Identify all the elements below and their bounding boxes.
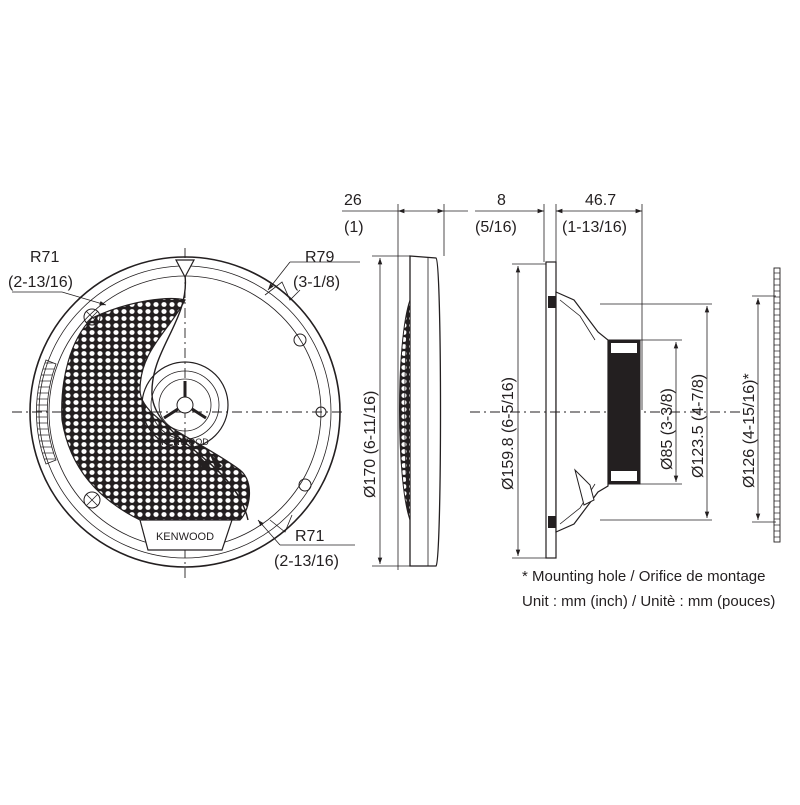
mounting-panel <box>773 267 781 543</box>
tweeter-bridge-icon <box>163 381 207 420</box>
leader-r71-top <box>61 291 107 306</box>
mounting-hole-view: Ø126 (4-15/16)* <box>741 267 781 543</box>
screw-hole-right <box>293 333 327 492</box>
grille-diameter-label: Ø170 (6-11/16) <box>362 391 379 498</box>
radius-top-right-label: R79 <box>305 249 334 266</box>
grille-s-curve <box>151 274 249 521</box>
front-view: KENWOOD KENWOOD <box>8 248 360 580</box>
radius-top-left-label: R71 <box>30 249 59 266</box>
brand-badge <box>139 519 233 551</box>
outer-diameter-label: Ø159.8 (6-5/16) <box>500 377 517 490</box>
speaker-basket <box>555 291 609 533</box>
magnet-plate-top <box>611 343 637 353</box>
tweeter-ring <box>150 370 220 440</box>
grille-profile <box>409 255 442 567</box>
speaker-terminal <box>574 468 595 506</box>
screw-hole-bottom-left <box>83 491 101 509</box>
leader-r71-bottom <box>257 519 281 546</box>
radius-top-left-inch: (2-13/16) <box>8 274 73 291</box>
leader-r79 <box>267 261 291 291</box>
hole-diameter-label: Ø126 (4-15/16)* <box>741 373 758 488</box>
ribbed-edge-left <box>36 359 57 465</box>
tweeter-housing <box>141 361 229 449</box>
speaker-depth-inch: (1-13/16) <box>562 219 627 236</box>
mount-bracket-bottom <box>269 514 293 533</box>
radius-bottom-right-label: R71 <box>295 528 324 545</box>
magnet-plate-bottom <box>611 471 637 481</box>
tweeter-brand-label: KENWOOD <box>161 437 209 447</box>
brand-badge-label: KENWOOD <box>156 531 214 543</box>
tweeter-inner-ring <box>158 378 212 432</box>
screw-hole-top-left <box>83 308 101 326</box>
speaker-side-view: 8 (5/16) 46.7 (1-13/16) Ø159.8 (6-5/16) … <box>470 192 740 559</box>
tweeter-dome <box>176 396 194 414</box>
radius-bottom-right-inch: (2-13/16) <box>274 553 339 570</box>
grille-depth-mm: 26 <box>344 192 362 209</box>
grille-side-view: 26 (1) Ø170 (6-11/16) <box>342 192 468 570</box>
mounting-hole-note: * Mounting hole / Orifice de montage <box>522 568 766 585</box>
outer-rim <box>29 256 341 568</box>
unit-note: Unit : mm (inch) / Unitè : mm (pouces) <box>522 593 776 610</box>
speaker-depth-mm: 46.7 <box>585 192 616 209</box>
top-arrow-icon <box>175 259 195 279</box>
grille-depth-inch: (1) <box>344 219 364 236</box>
terminal-tab <box>196 452 209 470</box>
basket-diameter-label: Ø123.5 (4-7/8) <box>690 374 707 478</box>
magnet-diameter-label: Ø85 (3-3/8) <box>659 388 676 470</box>
flange-clip-top <box>548 296 556 308</box>
radius-top-right-inch: (3-1/8) <box>293 274 340 291</box>
terminal-tab <box>209 452 222 470</box>
flange-inch: (5/16) <box>475 219 517 236</box>
grille-mesh-inner <box>404 299 411 521</box>
flange-clip-bottom <box>548 516 556 528</box>
flange-mm: 8 <box>497 192 506 209</box>
